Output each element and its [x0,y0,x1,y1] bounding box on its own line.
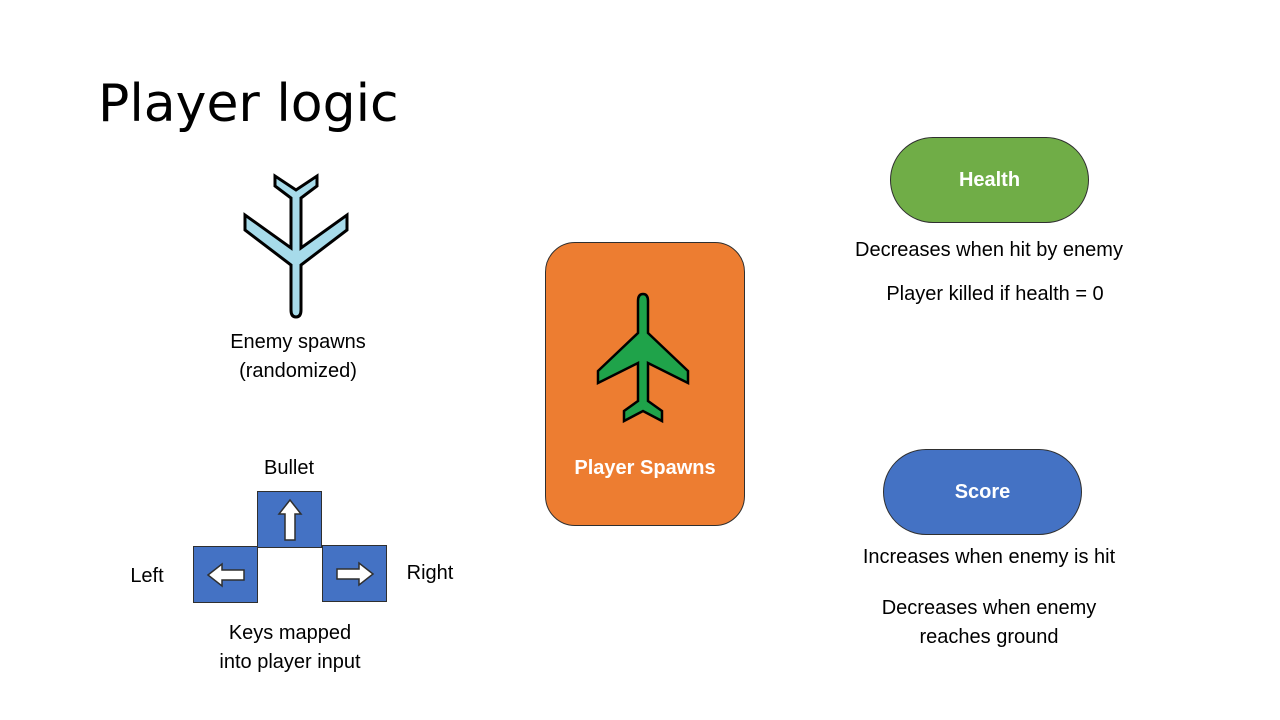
player-spawns-label: Player Spawns [574,457,716,479]
right-arrow-key[interactable] [322,545,387,602]
score-note-decrease-line1: Decreases when enemy [881,597,1097,619]
left-key-label: Left [130,565,164,587]
enemy-label-line2: (randomized) [239,360,357,382]
enemy-airplane-icon [243,173,349,319]
player-spawn-card: Player Spawns [545,242,745,526]
score-note-increase: Increases when enemy is hit [862,546,1116,568]
up-arrow-key[interactable] [257,491,322,548]
keys-caption: Keys mapped into player input [180,619,400,677]
score-pill: Score [883,449,1082,535]
score-note-decrease-line2: reaches ground [919,626,1059,648]
left-arrow-key[interactable] [193,546,258,603]
health-note-decrease: Decreases when hit by enemy [855,239,1123,261]
health-label: Health [958,168,1021,191]
arrow-right-icon [335,560,374,587]
arrow-up-icon [276,498,303,541]
enemy-label-line1: Enemy spawns [230,331,366,353]
health-pill: Health [890,137,1089,223]
keys-caption-line1: Keys mapped [228,622,352,644]
arrow-left-icon [206,561,245,588]
slide-title: Player logic [98,74,399,134]
score-label: Score [954,480,1011,503]
enemy-label: Enemy spawns (randomized) [180,328,416,386]
bullet-key-label: Bullet [263,457,315,479]
keys-caption-line2: into player input [219,651,361,673]
player-airplane-icon [596,292,690,424]
score-note-decrease: Decreases when enemy reaches ground [840,594,1138,652]
right-key-label: Right [406,562,454,584]
health-note-killed: Player killed if health = 0 [886,283,1104,305]
